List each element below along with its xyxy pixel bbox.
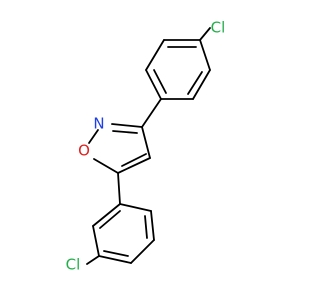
c-cl-bond <box>199 27 211 41</box>
structure-canvas: Cl N O Cl <box>66 19 226 274</box>
bond <box>199 39 211 71</box>
bond <box>93 158 119 174</box>
c-cl-bond <box>86 255 100 265</box>
bond <box>98 255 132 264</box>
double-bond <box>103 250 129 257</box>
chlorine-atom-label: Cl <box>211 19 226 37</box>
double-bond <box>112 130 138 134</box>
bond <box>92 225 100 257</box>
double-bond <box>153 69 167 94</box>
bond <box>150 210 155 241</box>
double-bond <box>111 123 143 128</box>
isoxazole-ring <box>88 123 151 174</box>
oxygen-atom-label: O <box>78 142 90 160</box>
ring-link-bond <box>141 98 162 128</box>
nitrogen-atom-label: N <box>93 115 104 133</box>
bond <box>130 239 155 264</box>
bond <box>192 69 211 100</box>
bond <box>145 39 165 71</box>
double-bond <box>99 210 121 229</box>
bond <box>141 126 151 159</box>
bond <box>145 69 162 100</box>
double-bond <box>117 157 151 174</box>
double-bond <box>144 215 148 239</box>
ring-link-bond <box>117 172 121 205</box>
double-bond <box>121 153 147 167</box>
bond <box>92 203 121 227</box>
bond <box>88 129 99 144</box>
molecule-structure: Cl N O Cl <box>66 19 226 274</box>
lower-phenyl-ring <box>92 203 155 264</box>
upper-phenyl-ring <box>145 39 211 100</box>
chlorine-atom-label: Cl <box>66 256 81 274</box>
double-bond <box>187 71 203 95</box>
bond <box>119 203 152 212</box>
